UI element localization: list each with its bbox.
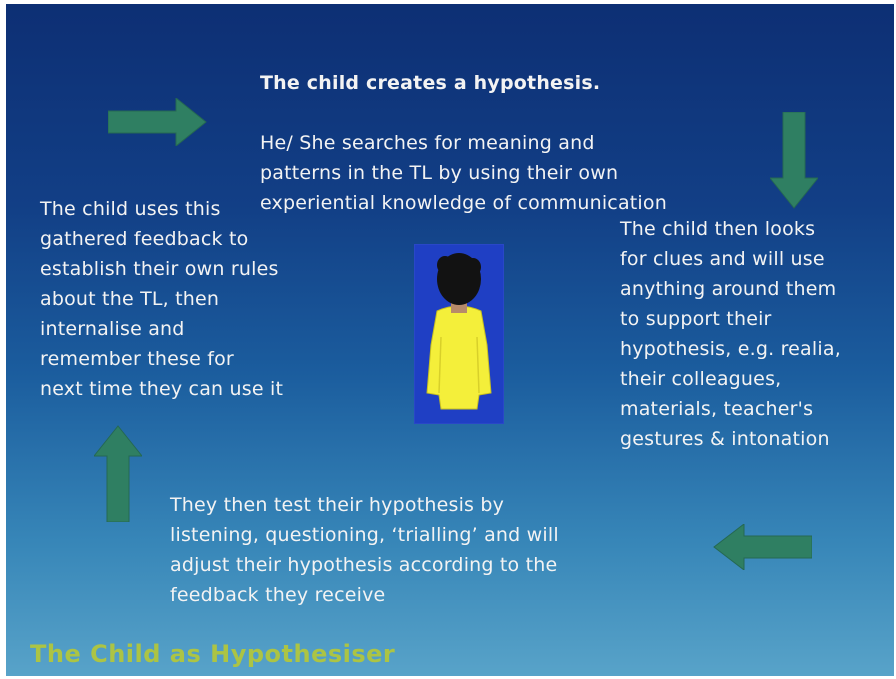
slide-title: The Child as Hypothesiser xyxy=(30,640,396,668)
clues-step: The child then looks for clues and will … xyxy=(620,218,841,450)
child-figure-icon xyxy=(426,253,492,410)
slide: The child creates a hypothesis. He/ She … xyxy=(6,4,894,676)
arrow-left-icon xyxy=(713,524,812,570)
arrow-up-icon xyxy=(94,425,142,522)
child-figure-panel xyxy=(414,244,504,424)
rules-step: The child uses this gathered feedback to… xyxy=(40,198,284,400)
arrow-right-icon xyxy=(108,98,207,146)
hypothesis-title: The child creates a hypothesis. xyxy=(260,72,601,94)
hypothesis-text: He/ She searches for meaning and pattern… xyxy=(260,132,667,214)
arrow-down-icon xyxy=(770,112,818,209)
hypothesis-step: The child creates a hypothesis. He/ She … xyxy=(260,38,667,248)
test-step: They then test their hypothesis by liste… xyxy=(170,494,559,606)
